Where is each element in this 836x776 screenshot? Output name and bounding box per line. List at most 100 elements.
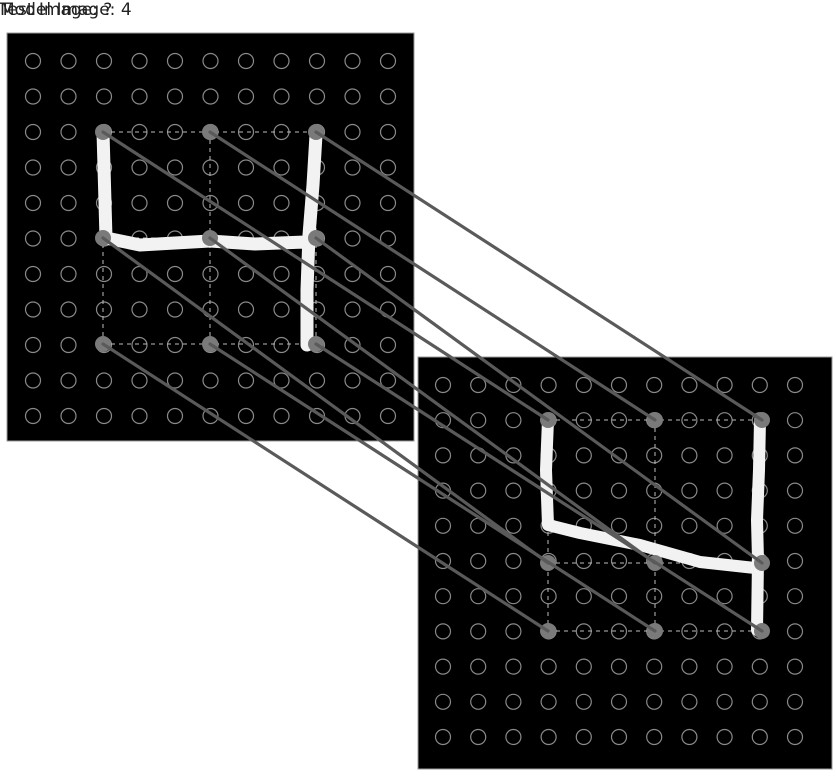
test-grid-circle: [575, 693, 592, 710]
test-grid-circle: [540, 658, 557, 675]
model-grid-circle: [273, 52, 290, 70]
model-grid-circle: [308, 88, 326, 105]
model-grid-circle: [60, 265, 77, 283]
model-grid-circle: [24, 159, 42, 176]
model-grid-circle: [131, 301, 148, 318]
model-grid-circle: [131, 159, 148, 176]
model-grid-circle: [237, 265, 255, 283]
test-grid-circle: [681, 623, 698, 640]
model-grid-circle: [379, 372, 397, 389]
test-grid-circle: [786, 658, 804, 675]
test-grid-circle: [751, 728, 768, 746]
test-grid-circle: [681, 693, 698, 710]
test-grid-circle: [786, 517, 804, 534]
model-grid-circle: [379, 123, 397, 141]
model-grid-circle: [166, 407, 184, 425]
model-grid-circle: [344, 230, 361, 247]
test-grid-circle: [505, 517, 522, 534]
model-image-title: Model Image: 4: [0, 0, 132, 20]
model-grid-circle: [273, 159, 290, 176]
model-grid-circle: [166, 159, 184, 176]
test-grid-circle: [470, 658, 487, 675]
test-grid-circle: [470, 693, 487, 710]
model-grid-circle: [24, 194, 42, 212]
model-grid-circle: [202, 372, 219, 389]
test-grid-circle: [610, 728, 628, 746]
test-grid-circle: [610, 517, 628, 534]
model-grid-circle: [379, 265, 397, 283]
model-grid-circle: [95, 372, 113, 389]
model-grid-circle: [60, 52, 77, 70]
test-grid-circle: [434, 517, 452, 534]
test-grid-circle: [716, 517, 733, 534]
test-grid-circle: [716, 588, 733, 605]
test-grid-circle: [681, 517, 698, 534]
model-grid-circle: [273, 88, 290, 105]
model-grid-circle: [166, 336, 184, 354]
model-grid-circle: [273, 336, 290, 354]
test-grid-circle: [575, 482, 592, 499]
test-grid-circle: [575, 588, 592, 605]
model-grid-circle: [273, 194, 290, 212]
test-grid-circle: [610, 482, 628, 499]
correspondence-line: [101, 342, 550, 633]
test-grid-circle: [540, 588, 557, 605]
model-grid-circle: [344, 372, 361, 389]
test-grid-circle: [786, 376, 804, 394]
correspondence-line: [314, 342, 764, 633]
test-grid-circle: [610, 552, 628, 570]
correspondence-line: [208, 236, 657, 565]
test-grid-circle: [470, 588, 487, 605]
test-grid-circle: [505, 728, 522, 746]
model-grid-circle: [95, 407, 113, 425]
model-grid-circle: [166, 52, 184, 70]
test-grid-circle: [786, 552, 804, 570]
correspondence-line: [101, 130, 550, 422]
model-grid-circle: [60, 372, 77, 389]
model-grid-circle: [273, 407, 290, 425]
model-grid-circle: [131, 407, 148, 425]
test-grid-circle: [786, 588, 804, 605]
model-grid-circle: [237, 52, 255, 70]
model-grid-circle: [131, 194, 148, 212]
correspondence-lines: [101, 130, 764, 633]
test-grid-circle: [751, 376, 768, 394]
model-grid-circle: [344, 123, 361, 141]
test-grid-circle: [434, 658, 452, 675]
test-grid-circle: [610, 447, 628, 464]
model-grid-circle: [202, 194, 219, 212]
model-grid-circle: [60, 159, 77, 176]
model-grid-circle: [95, 265, 113, 283]
test-grid-circle: [786, 447, 804, 464]
model-grid-circle: [95, 52, 113, 70]
model-grid-circle: [24, 301, 42, 318]
test-grid-circle: [646, 693, 663, 710]
model-grid-circle: [202, 88, 219, 105]
model-grid-circle: [24, 336, 42, 354]
test-grid-circle: [610, 588, 628, 605]
model-grid-circle: [166, 88, 184, 105]
test-grid-circle: [434, 447, 452, 464]
model-grid-circle: [24, 265, 42, 283]
correspondence-line: [208, 342, 657, 633]
model-grid-circle: [95, 88, 113, 105]
test-grid-circle: [786, 482, 804, 499]
test-grid-circle: [575, 376, 592, 394]
correspondence-line: [101, 236, 550, 565]
model-grid-circle: [202, 407, 219, 425]
test-grid-circle: [470, 728, 487, 746]
model-grid-circle: [344, 301, 361, 318]
test-grid-circle: [716, 376, 733, 394]
test-grid-circle: [751, 693, 768, 710]
model-grid-circle: [237, 336, 255, 354]
test-grid-circle: [540, 693, 557, 710]
model-grid-circle: [202, 52, 219, 70]
model-grid-circle: [379, 88, 397, 105]
model-grid-circle: [379, 407, 397, 425]
test-grid-circle: [540, 376, 557, 394]
test-grid-circle: [434, 552, 452, 570]
model-grid-circle: [24, 52, 42, 70]
model-circle-grid: [24, 52, 397, 425]
model-grid-circle: [344, 52, 361, 70]
